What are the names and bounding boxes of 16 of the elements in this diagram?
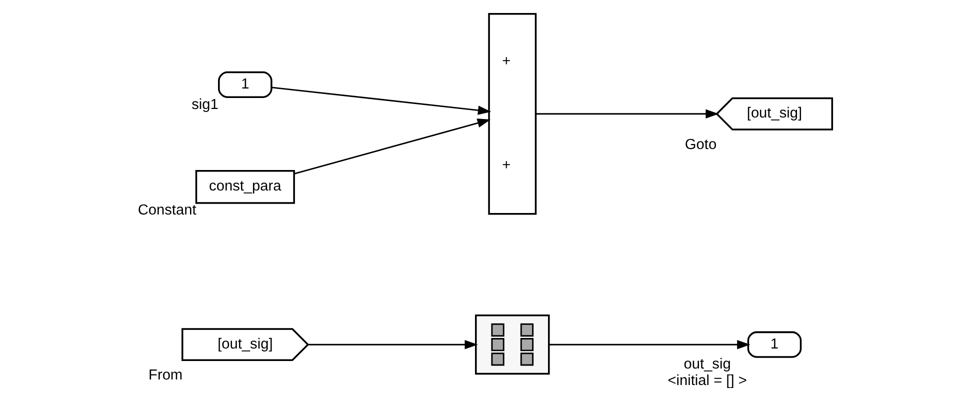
node-box <box>475 314 550 375</box>
arrow <box>308 340 478 350</box>
node-label: Goto <box>684 136 717 153</box>
node-label: sig1 <box>192 96 218 113</box>
node-label: out_sig <box>684 356 731 373</box>
node-box: + + <box>488 13 537 215</box>
node-box: 1 <box>218 71 272 98</box>
node-label: <initial = [] > <box>668 372 747 389</box>
arrow <box>549 340 750 350</box>
arrow <box>294 118 491 174</box>
node-box: 1 <box>747 331 802 358</box>
node-box: const_para <box>195 170 295 204</box>
arrow <box>536 109 719 118</box>
node-label: From <box>148 368 183 384</box>
arrow <box>271 86 492 115</box>
node-label: Constant <box>138 202 196 219</box>
